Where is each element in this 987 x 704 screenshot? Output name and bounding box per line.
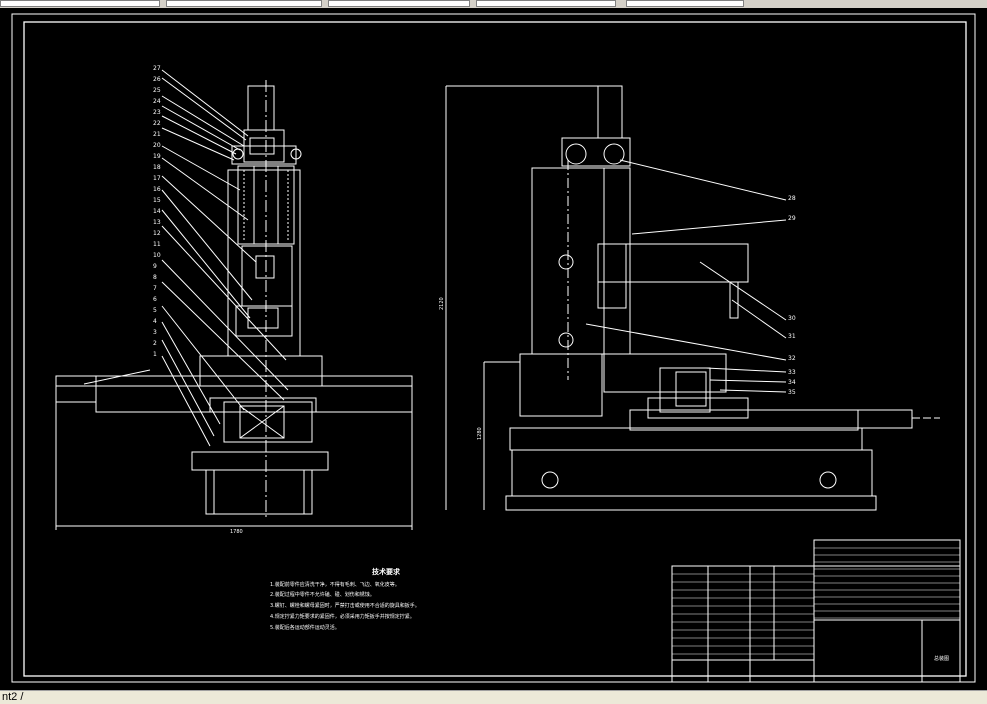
left-part-label: 5 [153, 307, 157, 314]
cad-drawing-canvas[interactable]: 2726252423222120191817161514131211109876… [0, 8, 987, 690]
left-part-label: 26 [153, 76, 161, 83]
right-part-label: 35 [788, 389, 796, 396]
note-line-3: 3.螺钉、螺栓和螺母紧固时，严禁打击或使用不合适的旋具和扳手。 [270, 602, 420, 609]
left-view-labels: 2726252423222120191817161514131211109876… [153, 65, 161, 358]
left-part-label: 27 [153, 65, 161, 72]
left-part-label: 13 [153, 219, 161, 226]
note-line-5: 5.装配后各运动部件运动灵活。 [270, 624, 340, 631]
command-status-bar: nt2 / [0, 690, 987, 704]
dimension-right-total-height: 2120 [439, 297, 445, 310]
sheet-inner-border [23, 21, 967, 677]
right-part-label: 34 [788, 379, 796, 386]
note-line-1: 1.装配前零件应清洗干净，不得有毛刺、飞边、氧化皮等。 [270, 581, 400, 588]
left-part-label: 9 [153, 263, 157, 270]
left-part-label: 22 [153, 120, 161, 127]
left-part-label: 15 [153, 197, 161, 204]
left-part-label: 12 [153, 230, 161, 237]
toolbar-dropdown-4[interactable] [476, 0, 616, 7]
dimension-right-lower-height: 1280 [477, 427, 483, 440]
left-part-label: 23 [153, 109, 161, 116]
notes-title: 技术要求 [372, 567, 401, 576]
left-part-label: 16 [153, 186, 161, 193]
left-part-label: 24 [153, 98, 161, 105]
left-part-label: 14 [153, 208, 161, 215]
right-part-label: 33 [788, 369, 796, 376]
left-part-label: 7 [153, 285, 157, 292]
toolbar-dropdown-5[interactable] [626, 0, 744, 7]
right-part-label: 30 [788, 315, 796, 322]
top-toolbar [0, 0, 987, 8]
left-part-label: 2 [153, 340, 157, 347]
left-part-label: 25 [153, 87, 161, 94]
title-block-drawing-name: 总装图 [934, 655, 949, 662]
right-part-label: 31 [788, 333, 796, 340]
sheet-outer-border [11, 13, 976, 683]
right-view-labels: 28 29 30 31 32 33 34 35 [788, 195, 796, 396]
toolbar-dropdown-3[interactable] [328, 0, 470, 7]
left-part-label: 20 [153, 142, 161, 149]
command-line-text[interactable]: nt2 / [2, 691, 24, 703]
left-part-label: 6 [153, 296, 157, 303]
left-part-label: 17 [153, 175, 161, 182]
left-part-label: 8 [153, 274, 157, 281]
right-part-label: 28 [788, 195, 796, 202]
title-block-rows [672, 547, 960, 655]
note-line-2: 2.装配过程中零件不允许磕、碰、划伤和锈蚀。 [270, 591, 375, 598]
left-part-label: 1 [153, 351, 157, 358]
left-part-label: 11 [153, 241, 161, 248]
left-part-label: 4 [153, 318, 157, 325]
left-part-label: 3 [153, 329, 157, 336]
right-part-label: 32 [788, 355, 796, 362]
note-line-4: 4.规定拧紧力矩要求的紧固件，必须采用力矩扳手并按规定拧紧。 [270, 613, 415, 620]
toolbar-dropdown-2[interactable] [166, 0, 322, 7]
left-part-label: 19 [153, 153, 161, 160]
right-part-label: 29 [788, 215, 796, 222]
right-side-view [445, 85, 940, 511]
toolbar-dropdown-1[interactable] [0, 0, 160, 7]
left-part-label: 18 [153, 164, 161, 171]
left-part-label: 21 [153, 131, 161, 138]
left-part-label: 10 [153, 252, 161, 259]
dimension-left-width: 1780 [230, 529, 243, 535]
left-front-view [55, 69, 413, 530]
